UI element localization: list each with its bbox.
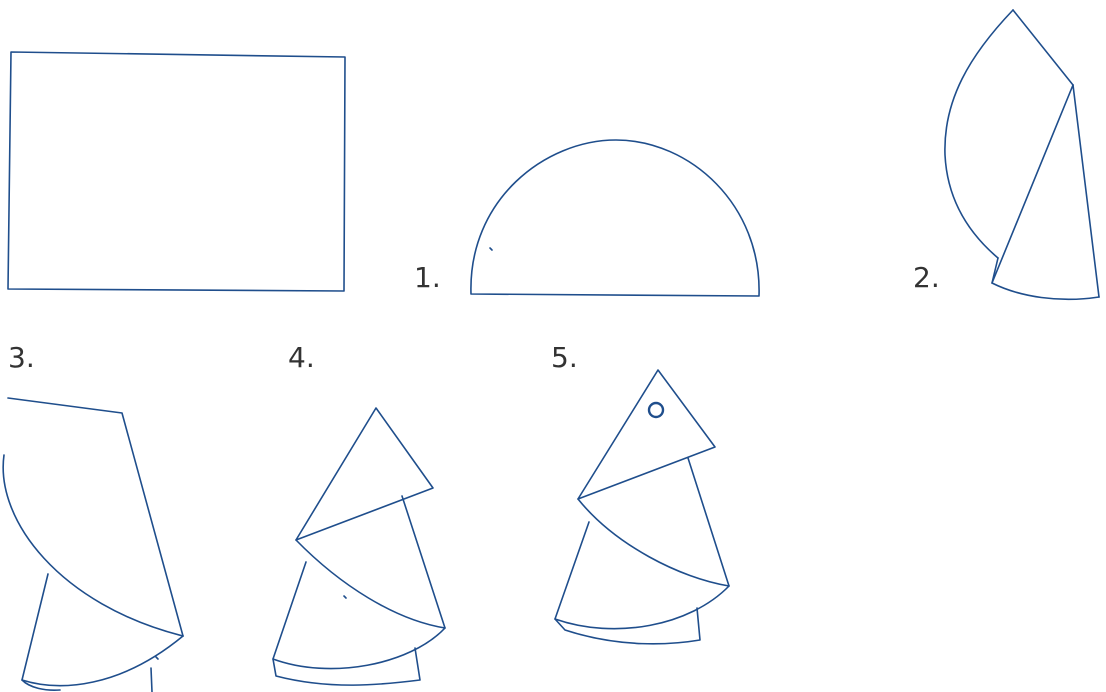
step-2-folded-sector xyxy=(945,10,1099,299)
step-5-label: 5. xyxy=(551,344,578,372)
rectangle-sheet xyxy=(8,52,345,291)
hanging-hole-icon xyxy=(649,403,663,417)
step-4-tree xyxy=(273,408,445,685)
step-3-folded-sectors xyxy=(3,398,183,692)
step-1-semicircle xyxy=(471,140,759,296)
step-1-label: 1. xyxy=(414,264,441,292)
step-3-label: 3. xyxy=(8,344,35,372)
step-2-label: 2. xyxy=(913,264,940,292)
step-4-label: 4. xyxy=(288,344,315,372)
step-5-tree xyxy=(555,370,729,644)
